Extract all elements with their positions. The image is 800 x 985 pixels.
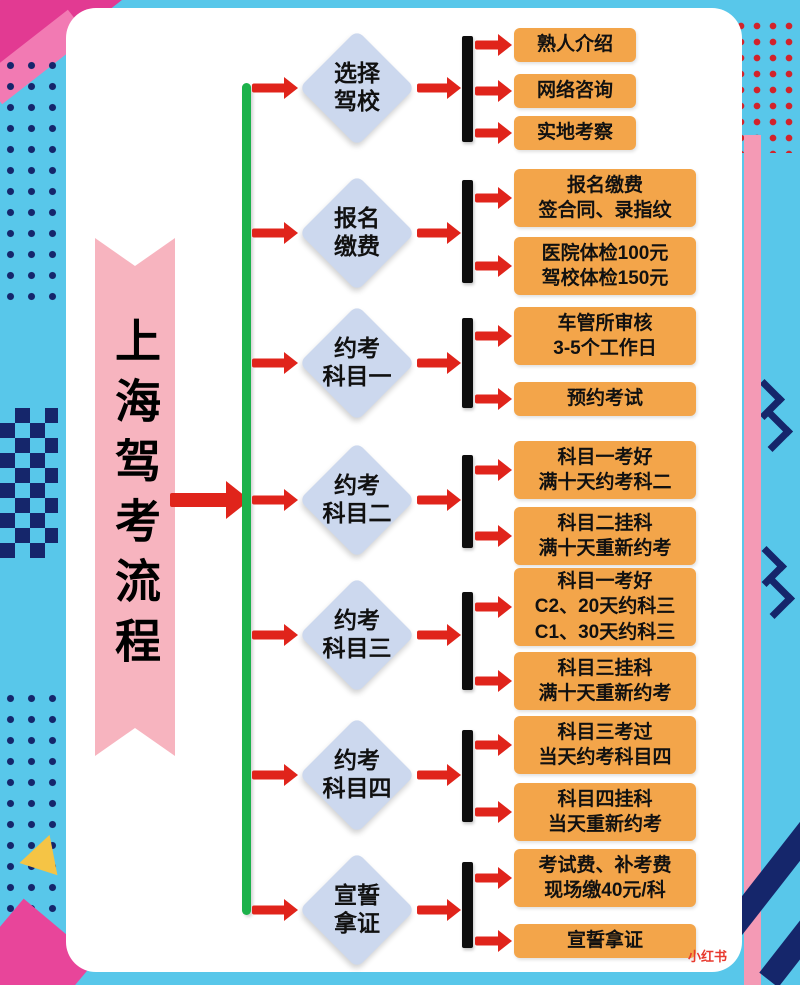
step-item-box: 预约考试 bbox=[514, 382, 696, 416]
step-item-box: 科目一考好 满十天约考科二 bbox=[514, 441, 696, 499]
stage-diamond-label-6: 约考 科目四 bbox=[322, 747, 392, 801]
step-connector-bar-7 bbox=[462, 862, 473, 948]
stage-diamond-5: 约考 科目三 bbox=[298, 576, 416, 694]
step-item-box: 医院体检100元 驾校体检150元 bbox=[514, 237, 696, 295]
step-item-box: 实地考察 bbox=[514, 116, 636, 150]
step-item-box: 报名缴费 签合同、录指纹 bbox=[514, 169, 696, 227]
arrow-spine-to-diamond-1 bbox=[252, 77, 298, 99]
arrow-diamond-to-bar-6 bbox=[417, 764, 461, 786]
page-title: 上海驾考流程 bbox=[109, 317, 161, 677]
arrow-bar-to-item-1-2 bbox=[475, 80, 512, 102]
arrow-diamond-to-bar-3 bbox=[417, 352, 461, 374]
step-item-box: 熟人介绍 bbox=[514, 28, 636, 62]
arrow-diamond-to-bar-1 bbox=[417, 77, 461, 99]
decor-diamond-checker-left bbox=[0, 408, 58, 558]
stage-diamond-3: 约考 科目一 bbox=[298, 304, 416, 422]
arrow-bar-to-item-2-1 bbox=[475, 187, 512, 209]
step-connector-bar-5 bbox=[462, 592, 473, 690]
arrow-bar-to-item-7-2 bbox=[475, 930, 512, 952]
step-connector-bar-4 bbox=[462, 455, 473, 548]
arrow-bar-to-item-4-2 bbox=[475, 525, 512, 547]
stage-diamond-label-1: 选择 驾校 bbox=[334, 60, 380, 114]
watermark: 小红书 bbox=[688, 949, 728, 964]
step-item-box: 考试费、补考费 现场缴40元/科 bbox=[514, 849, 696, 907]
arrow-spine-to-diamond-7 bbox=[252, 899, 298, 921]
arrow-bar-to-item-6-2 bbox=[475, 801, 512, 823]
arrow-diamond-to-bar-2 bbox=[417, 222, 461, 244]
step-item-box: 科目二挂科 满十天重新约考 bbox=[514, 507, 696, 565]
arrow-bar-to-item-1-3 bbox=[475, 122, 512, 144]
stage-diamond-4: 约考 科目二 bbox=[298, 441, 416, 559]
arrow-spine-to-diamond-5 bbox=[252, 624, 298, 646]
decor-pink-strip-right bbox=[744, 135, 761, 985]
arrow-bar-to-item-3-1 bbox=[475, 325, 512, 347]
arrow-bar-to-item-6-1 bbox=[475, 734, 512, 756]
step-item-box: 网络咨询 bbox=[514, 74, 636, 108]
stage-diamond-7: 宣誓 拿证 bbox=[298, 851, 416, 969]
stage-diamond-2: 报名 缴费 bbox=[298, 174, 416, 292]
stage-diamond-label-4: 约考 科目二 bbox=[322, 472, 392, 526]
arrow-bar-to-item-1-1 bbox=[475, 34, 512, 56]
arrow-bar-to-item-5-1 bbox=[475, 596, 512, 618]
step-item-box: 科目一考好 C2、20天约科三 C1、30天约科三 bbox=[514, 568, 696, 646]
arrow-spine-to-diamond-2 bbox=[252, 222, 298, 244]
step-item-box: 车管所审核 3-5个工作日 bbox=[514, 307, 696, 365]
arrow-diamond-to-bar-4 bbox=[417, 489, 461, 511]
step-connector-bar-1 bbox=[462, 36, 473, 142]
stage-diamond-1: 选择 驾校 bbox=[298, 29, 416, 147]
arrow-bar-to-item-3-2 bbox=[475, 388, 512, 410]
flow-spine-line bbox=[242, 83, 251, 915]
main-arrow bbox=[170, 481, 250, 519]
arrow-bar-to-item-4-1 bbox=[475, 459, 512, 481]
arrow-spine-to-diamond-3 bbox=[252, 352, 298, 374]
step-connector-bar-6 bbox=[462, 730, 473, 822]
stage-diamond-label-5: 约考 科目三 bbox=[322, 607, 392, 661]
stage-diamond-6: 约考 科目四 bbox=[298, 716, 416, 834]
step-connector-bar-3 bbox=[462, 318, 473, 408]
arrow-diamond-to-bar-5 bbox=[417, 624, 461, 646]
arrow-spine-to-diamond-6 bbox=[252, 764, 298, 786]
arrow-bar-to-item-2-2 bbox=[475, 255, 512, 277]
title-ribbon: 上海驾考流程 bbox=[95, 238, 175, 756]
arrow-bar-to-item-5-2 bbox=[475, 670, 512, 692]
step-item-box: 宣誓拿证 bbox=[514, 924, 696, 958]
step-item-box: 科目三挂科 满十天重新约考 bbox=[514, 652, 696, 710]
step-item-box: 科目三考过 当天约考科目四 bbox=[514, 716, 696, 774]
stage-diamond-label-3: 约考 科目一 bbox=[322, 335, 392, 389]
arrow-diamond-to-bar-7 bbox=[417, 899, 461, 921]
arrow-spine-to-diamond-4 bbox=[252, 489, 298, 511]
step-connector-bar-2 bbox=[462, 180, 473, 283]
stage-diamond-label-7: 宣誓 拿证 bbox=[334, 882, 380, 936]
step-item-box: 科目四挂科 当天重新约考 bbox=[514, 783, 696, 841]
decor-red-dot-grid-top-right bbox=[733, 18, 800, 153]
stage-diamond-label-2: 报名 缴费 bbox=[334, 205, 380, 259]
arrow-bar-to-item-7-1 bbox=[475, 867, 512, 889]
